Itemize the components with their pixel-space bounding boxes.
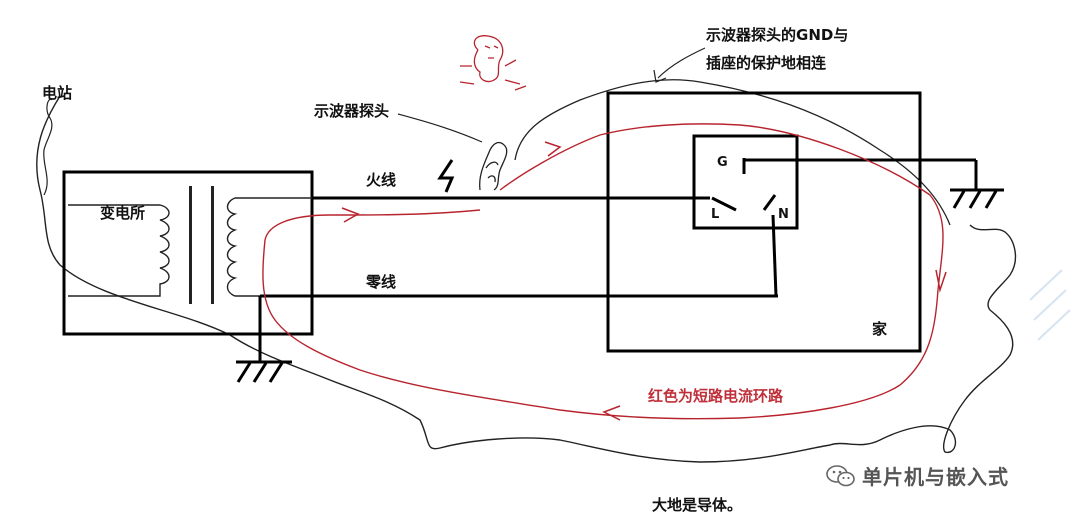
scan-artifact — [1029, 269, 1071, 341]
socket-n-contact — [762, 194, 777, 211]
earth-outline — [36, 95, 1017, 463]
note-pointer-arrowhead — [653, 69, 667, 83]
power-station-label: 电站 — [42, 84, 73, 102]
loop-arrowhead — [602, 405, 621, 421]
probe-label: 示波器探头 — [314, 102, 390, 120]
loop-arrowhead — [544, 141, 562, 157]
probe-note-line2: 插座的保护地相连 — [706, 54, 827, 72]
short-circuit-loop — [262, 123, 944, 420]
loop-arrowhead — [935, 269, 947, 293]
terminal-l-label: L — [711, 207, 720, 222]
watermark: 单片机与嵌入式 — [826, 461, 1009, 490]
terminal-g-label: G — [717, 155, 728, 170]
socket-l-contact — [711, 196, 737, 212]
neutral-wire-label: 零线 — [366, 273, 397, 291]
transformer-secondary-coil — [226, 197, 312, 297]
loop-caption: 红色为短路电流环路 — [648, 387, 784, 405]
substation-label: 变电所 — [100, 204, 146, 222]
loop-arrowhead — [341, 207, 360, 223]
earth-note: 大地是导体。 — [652, 496, 743, 514]
transformer-primary-coil — [68, 204, 170, 297]
substation-ground-tick — [252, 362, 268, 383]
substation-ground-tick — [236, 362, 252, 383]
home-ground-tick — [952, 190, 966, 209]
home-box — [606, 91, 922, 353]
probe-pointer — [397, 113, 483, 143]
socket-box — [692, 134, 799, 230]
terminal-n-label: N — [778, 207, 789, 222]
home-ground-tick — [968, 190, 982, 209]
transformer-core-left — [189, 186, 192, 304]
wechat-icon — [826, 464, 855, 486]
probe-sketch — [479, 141, 508, 191]
earth-outline-top — [514, 79, 951, 226]
skull-doodle — [459, 35, 527, 91]
earth-outline-left — [43, 98, 53, 196]
transformer-core-right — [211, 186, 214, 304]
substation-box — [62, 170, 314, 336]
live-wire-label: 火线 — [366, 171, 397, 189]
home-label: 家 — [872, 320, 888, 338]
substation-ground-tick — [268, 362, 284, 383]
home-ground-tick — [984, 190, 998, 209]
short-spark-icon — [437, 159, 455, 193]
probe-note-line1: 示波器探头的GND与 — [706, 26, 849, 44]
note-pointer — [657, 47, 706, 79]
watermark-text: 单片机与嵌入式 — [862, 465, 1009, 489]
